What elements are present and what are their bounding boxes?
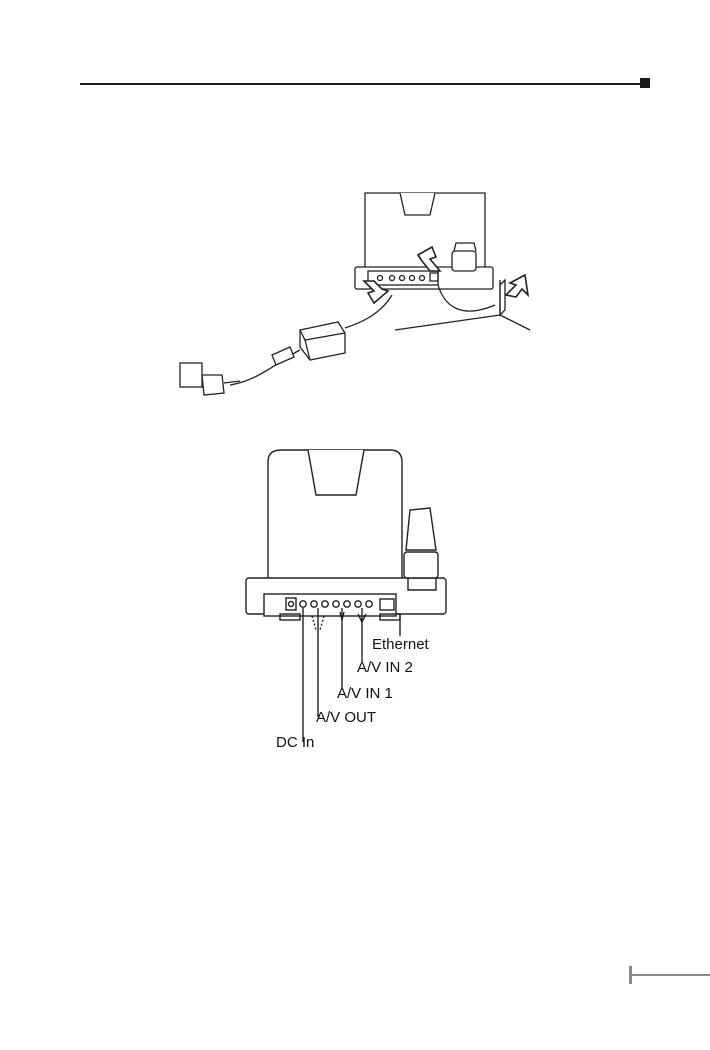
back-panel-diagram: Ethernet A/V IN 2 A/V IN 1 A/V OUT DC In xyxy=(240,440,470,750)
label-dc-in: DC In xyxy=(276,734,314,750)
label-av-out: A/V OUT xyxy=(316,709,376,726)
label-av-in-1: A/V IN 1 xyxy=(337,685,393,702)
connection-illustration xyxy=(160,185,550,420)
connection-illustration-svg xyxy=(160,185,550,420)
label-ethernet: Ethernet xyxy=(372,636,430,653)
header-rule xyxy=(80,83,645,85)
label-av-in-2: A/V IN 2 xyxy=(357,659,413,676)
header-square-marker xyxy=(640,78,650,88)
back-panel-svg: Ethernet A/V IN 2 A/V IN 1 A/V OUT DC In xyxy=(240,440,470,750)
footer-rule xyxy=(632,974,710,976)
